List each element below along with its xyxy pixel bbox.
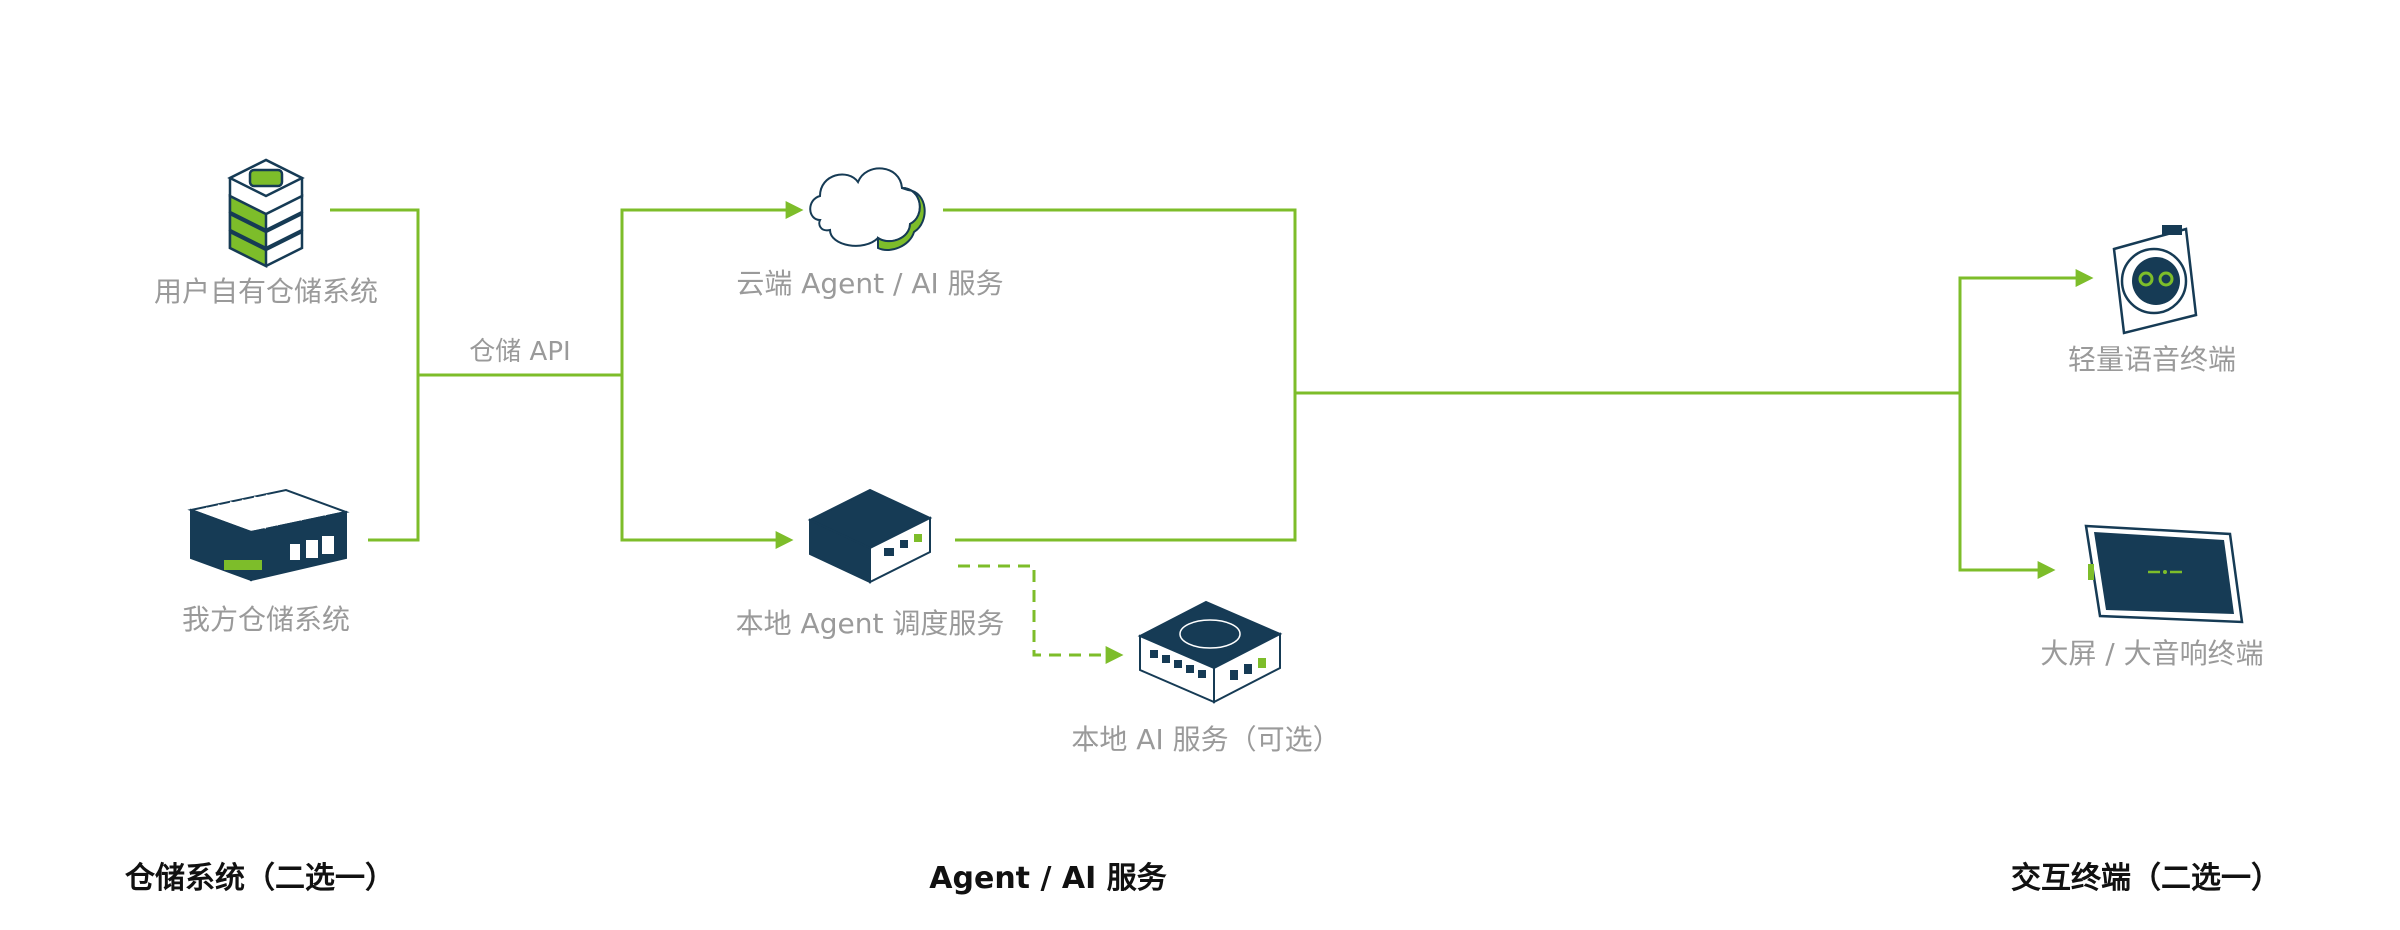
cloud-icon [809,167,926,251]
label-our-storage: 我方仓储系统 [181,603,351,636]
label-voice-terminal: 轻量语音终端 [2067,343,2237,376]
edge-to-cloud [620,201,804,375]
label-screen-terminal: 大屏 / 大音响终端 [2040,637,2264,670]
label-cloud-agent: 云端 Agent / AI 服务 [736,267,1004,300]
section-terminal: 交互终端（二选一） [2011,861,2281,896]
voice-speaker-icon [2112,225,2198,335]
edge-local-agent-out [955,393,1297,542]
edge-to-local-agent [620,375,794,549]
edge-cloud-out [943,208,1297,393]
edge-to-local-ai [958,564,1124,664]
label-storage-api: 仓储 API [469,337,571,367]
label-local-agent: 本地 Agent 调度服务 [735,607,1005,640]
edge-to-screen [1958,393,2056,579]
section-agent: Agent / AI 服务 [929,861,1167,896]
server-stack-icon [227,158,305,269]
ai-server-icon [1137,600,1283,704]
edge-user-storage [330,208,420,375]
section-storage: 仓储系统（二选一） [125,861,395,896]
label-user-storage: 用户自有仓储系统 [153,275,379,308]
edge-our-storage [368,375,420,542]
connectors [330,201,2094,664]
large-screen-icon [2084,524,2244,624]
storage-box-icon [187,488,350,582]
edge-to-voice [1958,269,2094,393]
label-local-ai: 本地 AI 服务（可选） [1071,723,1341,756]
mini-pc-icon [807,488,933,584]
